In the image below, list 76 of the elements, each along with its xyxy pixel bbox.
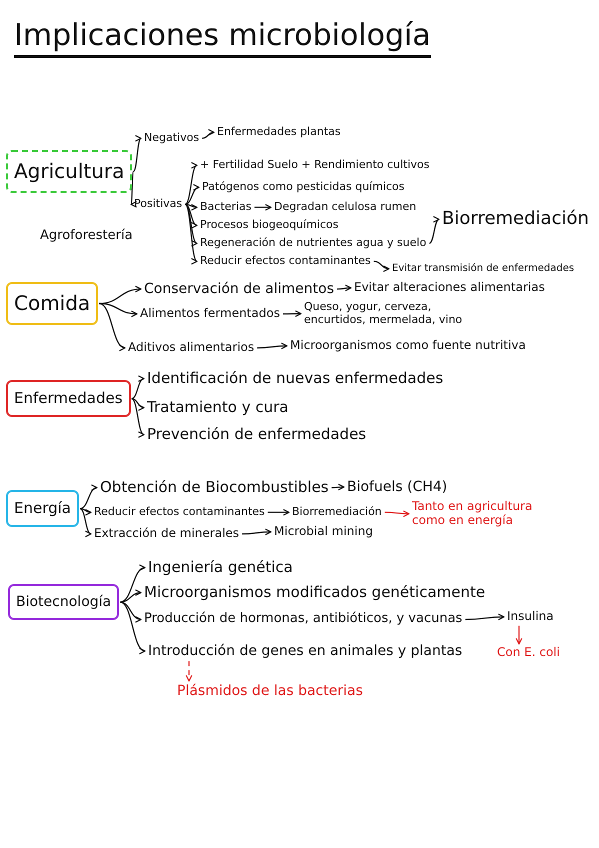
branch-text: Reducir efectos contaminantes [92,505,267,520]
note-text: Con E. coli [495,645,562,661]
arrow [184,164,198,205]
branch-text: Microorganismos como fuente nutritiva [288,338,528,354]
arrow [132,138,142,172]
arrow [184,204,198,244]
branch-text: Prevención de enfermedades [145,425,368,444]
branch-text: Biofuels (CH4) [345,478,450,496]
arrow [184,185,200,205]
arrow [384,510,410,518]
topic-box: Comida [6,282,98,325]
branch-text: Queso, yogur, cerveza, encurtidos, mermelada, vino [302,300,476,328]
arrow [202,129,215,139]
arrow [131,398,145,436]
branch-text: Degradan celulosa rumen [272,200,418,215]
branch-text: Tratamiento y cura [145,398,290,418]
arrow [374,260,390,272]
branch-text: Alimentos fermentados [138,306,282,322]
branch-text: Biorremediación [440,208,591,231]
branch-text: Regeneración de nutrientes agua y suelo [198,236,428,251]
branch-text: Negativos [142,131,202,146]
note-text: Tanto en agricultura como en energía [410,499,564,529]
arrow [268,508,290,516]
arrow [184,204,198,227]
arrow [80,508,92,516]
arrow [80,485,98,510]
branch-text: Patógenos como pesticidas químicos [200,180,407,195]
branch-text: Extracción de minerales [92,526,242,542]
arrow [131,398,145,410]
arrow [429,218,440,244]
branch-text: Positivas [132,197,184,212]
branch-text: Producción de hormonas, antibióticos, y vacunas [142,611,464,628]
arrow [254,204,272,211]
branch-text: Bacterias [198,200,254,215]
page-title: Implicaciones microbiología [14,18,431,58]
arrow [242,528,272,536]
branch-text: Evitar transmisión de enfermedades [390,262,576,276]
arrow [186,661,192,682]
arrow [337,284,352,292]
arrow [131,376,145,400]
topic-box: Energía [6,490,79,528]
branch-text: Evitar alteraciones alimentarias [352,280,547,296]
arrow [184,204,198,262]
arrow [99,302,126,350]
branch-text: Microorganismos modificados genéticamente [142,583,488,602]
branch-text: Reducir efectos contaminantes [198,254,373,269]
branch-text: Obtención de Biocombustibles [98,478,331,498]
branch-text: Enfermedades plantas [215,125,343,140]
topic-box: Biotecnología [8,584,120,620]
arrow [185,204,198,210]
branch-text: Identificación de nuevas enfermedades [145,369,446,388]
topic-box: Enfermedades [6,380,131,418]
arrow [80,508,92,536]
branch-text: Biorremediación [290,505,384,520]
branch-text: Ingeniería genética [146,558,295,578]
note-text: Plásmidos de las bacterias [175,682,365,700]
arrow [120,566,146,603]
branch-text: Conservación de alimentos [142,280,336,298]
branch-text: Procesos biogeoquímicos [198,218,340,233]
topic-box: Agricultura [6,150,132,193]
arrow [120,590,142,603]
arrow [516,626,522,645]
arrow [282,310,302,318]
arrow [120,601,146,652]
arrow [99,302,138,317]
arrow [332,484,345,490]
arrow [257,342,288,350]
branch-text: Insulina [505,609,556,625]
branch-text: + Fertilidad Suelo + Rendimiento cultivos [198,158,432,173]
branch-text: Microbial mining [272,524,375,540]
side-note: Agroforestería [40,228,133,243]
branch-text: Aditivos alimentarios [126,340,256,356]
arrow [465,614,505,620]
arrow [130,171,136,205]
branch-text: Introducción de genes en animales y plantas [146,642,464,660]
arrow [120,601,142,622]
